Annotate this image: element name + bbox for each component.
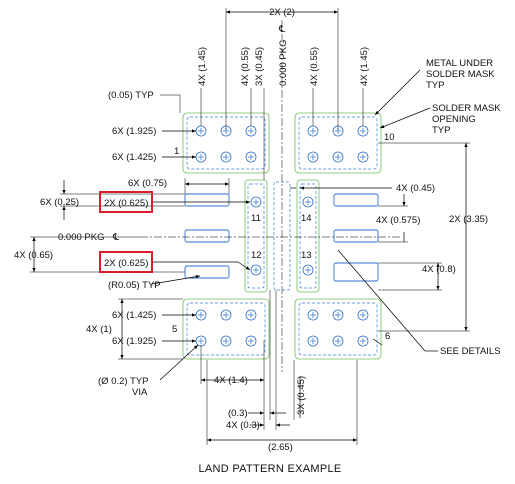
see-details-label: SEE DETAILS — [440, 346, 501, 357]
via-diameter: (Ø 0.2) TYP — [98, 376, 149, 387]
dim-6x-1925-top: 6X (1.925) — [112, 126, 156, 137]
pin-12-label: 12 — [251, 250, 262, 261]
pad-left-3 — [184, 265, 230, 279]
centerline-symbol-h: ℄ — [112, 232, 120, 243]
mask-opening-line1: SOLDER MASK — [432, 103, 501, 114]
dim-4x-14: 4X (1.4) — [214, 375, 248, 386]
pad-left-1 — [184, 193, 230, 207]
dim-4x-1: 4X (1) — [86, 324, 112, 335]
dim-4x-045: 4X (0.45) — [396, 183, 435, 194]
vias — [195, 125, 369, 347]
pad-left-2 — [184, 229, 230, 243]
metal-under-line2: SOLDER MASK — [426, 69, 495, 80]
dim-4x-145-right: 4X (1.45) — [359, 47, 370, 86]
dim-2x-0625-a: 2X (0.625) — [104, 198, 148, 209]
dim-6x-075: 6X (0.75) — [128, 178, 167, 189]
dim-6x-1425-bot: 6X (1.425) — [112, 310, 156, 321]
dim-3x-045-top: 3X (0.45) — [254, 47, 265, 86]
dim-4x-065: 4X (0.65) — [14, 250, 53, 261]
pin-13-label: 13 — [301, 250, 312, 261]
center-lines — [140, 20, 400, 372]
pin-5-label: 5 — [172, 324, 177, 335]
mask-opening-line3: TYP — [432, 125, 450, 136]
dim-265: (2.65) — [268, 442, 293, 453]
dim-3x-045-bot: 3X (0.45) — [296, 376, 307, 415]
highlight-box-1 — [99, 191, 153, 213]
dim-03: (0.3) — [228, 408, 248, 419]
pin-11-label: 11 — [251, 213, 261, 224]
highlight-box-2 — [99, 251, 153, 273]
pin-6-label: 6 — [385, 331, 390, 342]
pkg-center-horizontal: 0.000 PKG — [58, 232, 104, 243]
pin-10-label: 10 — [384, 132, 395, 143]
dim-4x-055-left: 4X (0.55) — [240, 47, 251, 86]
via-group-top-left — [195, 125, 257, 163]
dim-4x-0575: 4X (0.575) — [376, 215, 420, 226]
pads — [184, 193, 379, 282]
dim-6x-1925-bot: 6X (1.925) — [112, 336, 156, 347]
mask-opening-line2: OPENING — [432, 114, 476, 125]
dim-4x-145-left: 4X (1.45) — [197, 47, 208, 86]
dimension-lines — [30, 8, 470, 445]
dim-005-typ: (0.05) TYP — [108, 90, 154, 101]
via-group-bottom-left — [195, 309, 257, 347]
via-label: VIA — [132, 387, 148, 398]
dim-2x-0625-b: 2X (0.625) — [104, 258, 148, 269]
dim-6x-025: 6X (0.25) — [40, 197, 79, 208]
pad-right-3 — [333, 262, 379, 282]
metal-under-line1: METAL UNDER — [426, 58, 493, 69]
pad-right-2 — [333, 229, 379, 243]
pkg-center-vertical: 0.000 PKG — [278, 40, 289, 86]
dim-2x-335: 2X (3.35) — [449, 214, 488, 225]
centerline-symbol-v: ℄ — [278, 24, 286, 35]
metal-under-line3: TYP — [426, 80, 444, 91]
dim-4x-03: 4X (0.3) — [226, 420, 260, 431]
drawing-title: LAND PATTERN EXAMPLE — [198, 463, 341, 475]
dim-2x-2: 2X (2) — [269, 7, 295, 18]
dim-6x-1425-top: 6X (1.425) — [112, 152, 156, 163]
pin-1-label: 1 — [174, 146, 179, 157]
dim-r005-typ: (R0.05) TYP — [108, 280, 161, 291]
pin-14-label: 14 — [301, 213, 312, 224]
dim-4x-055-right: 4X (0.55) — [309, 47, 320, 86]
dim-4x-08: 4X (0.8) — [422, 264, 456, 275]
pad-right-1 — [333, 193, 379, 207]
